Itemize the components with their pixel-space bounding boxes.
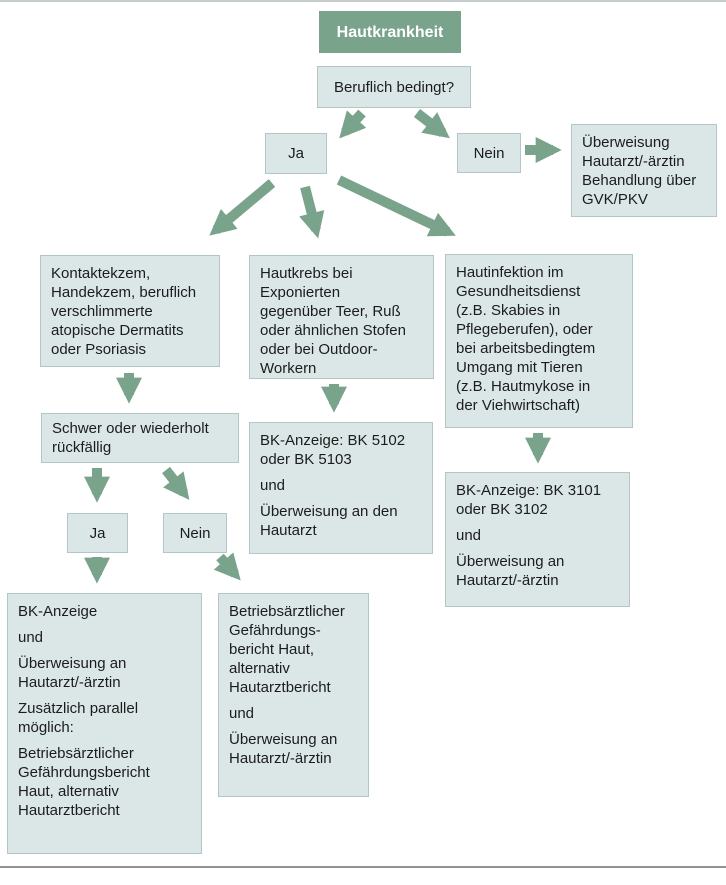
node-hautinfektion: Hautinfektion im Gesundheitsdienst (z.B.… bbox=[445, 254, 633, 428]
node-ueberweisung-gvk: Überweisung Hautarzt/-ärztin Behandlung … bbox=[571, 124, 717, 217]
arrow-nein-to-bericht-icon bbox=[213, 552, 241, 581]
node-betriebsaerztlicher-bericht: Betriebsärztlicher Gefährdungs- bericht … bbox=[218, 593, 369, 797]
node-nein-2: Nein bbox=[163, 513, 227, 553]
node-hautkrebs: Hautkrebs bei Exponierten gegenüber Teer… bbox=[249, 255, 434, 379]
node-hautkrankheit: Hautkrankheit bbox=[319, 11, 461, 53]
arrow-ja-to-hautkrebs-icon bbox=[299, 185, 325, 239]
node-beruflich-bedingt: Beruflich bedingt? bbox=[317, 66, 471, 108]
node-nein-1: Nein bbox=[457, 133, 521, 173]
node-ja-2: Ja bbox=[67, 513, 128, 553]
node-schwer-rueckfaellig: Schwer oder wiederholt rückfällig bbox=[41, 413, 239, 463]
arrow-ja-to-kontaktekzem-icon bbox=[209, 179, 276, 236]
arrow-beruflich-to-ja-icon bbox=[339, 109, 367, 139]
arrow-ja-to-hautinfektion-icon bbox=[336, 175, 456, 237]
arrow-schwer-to-nein-icon bbox=[162, 466, 190, 500]
top-divider bbox=[0, 0, 726, 2]
node-kontaktekzem: Kontaktekzem, Handekzem, beruflich versc… bbox=[40, 255, 220, 367]
bottom-divider bbox=[0, 866, 726, 868]
node-ja-1: Ja bbox=[265, 133, 327, 174]
arrow-beruflich-to-nein-icon bbox=[413, 109, 450, 139]
